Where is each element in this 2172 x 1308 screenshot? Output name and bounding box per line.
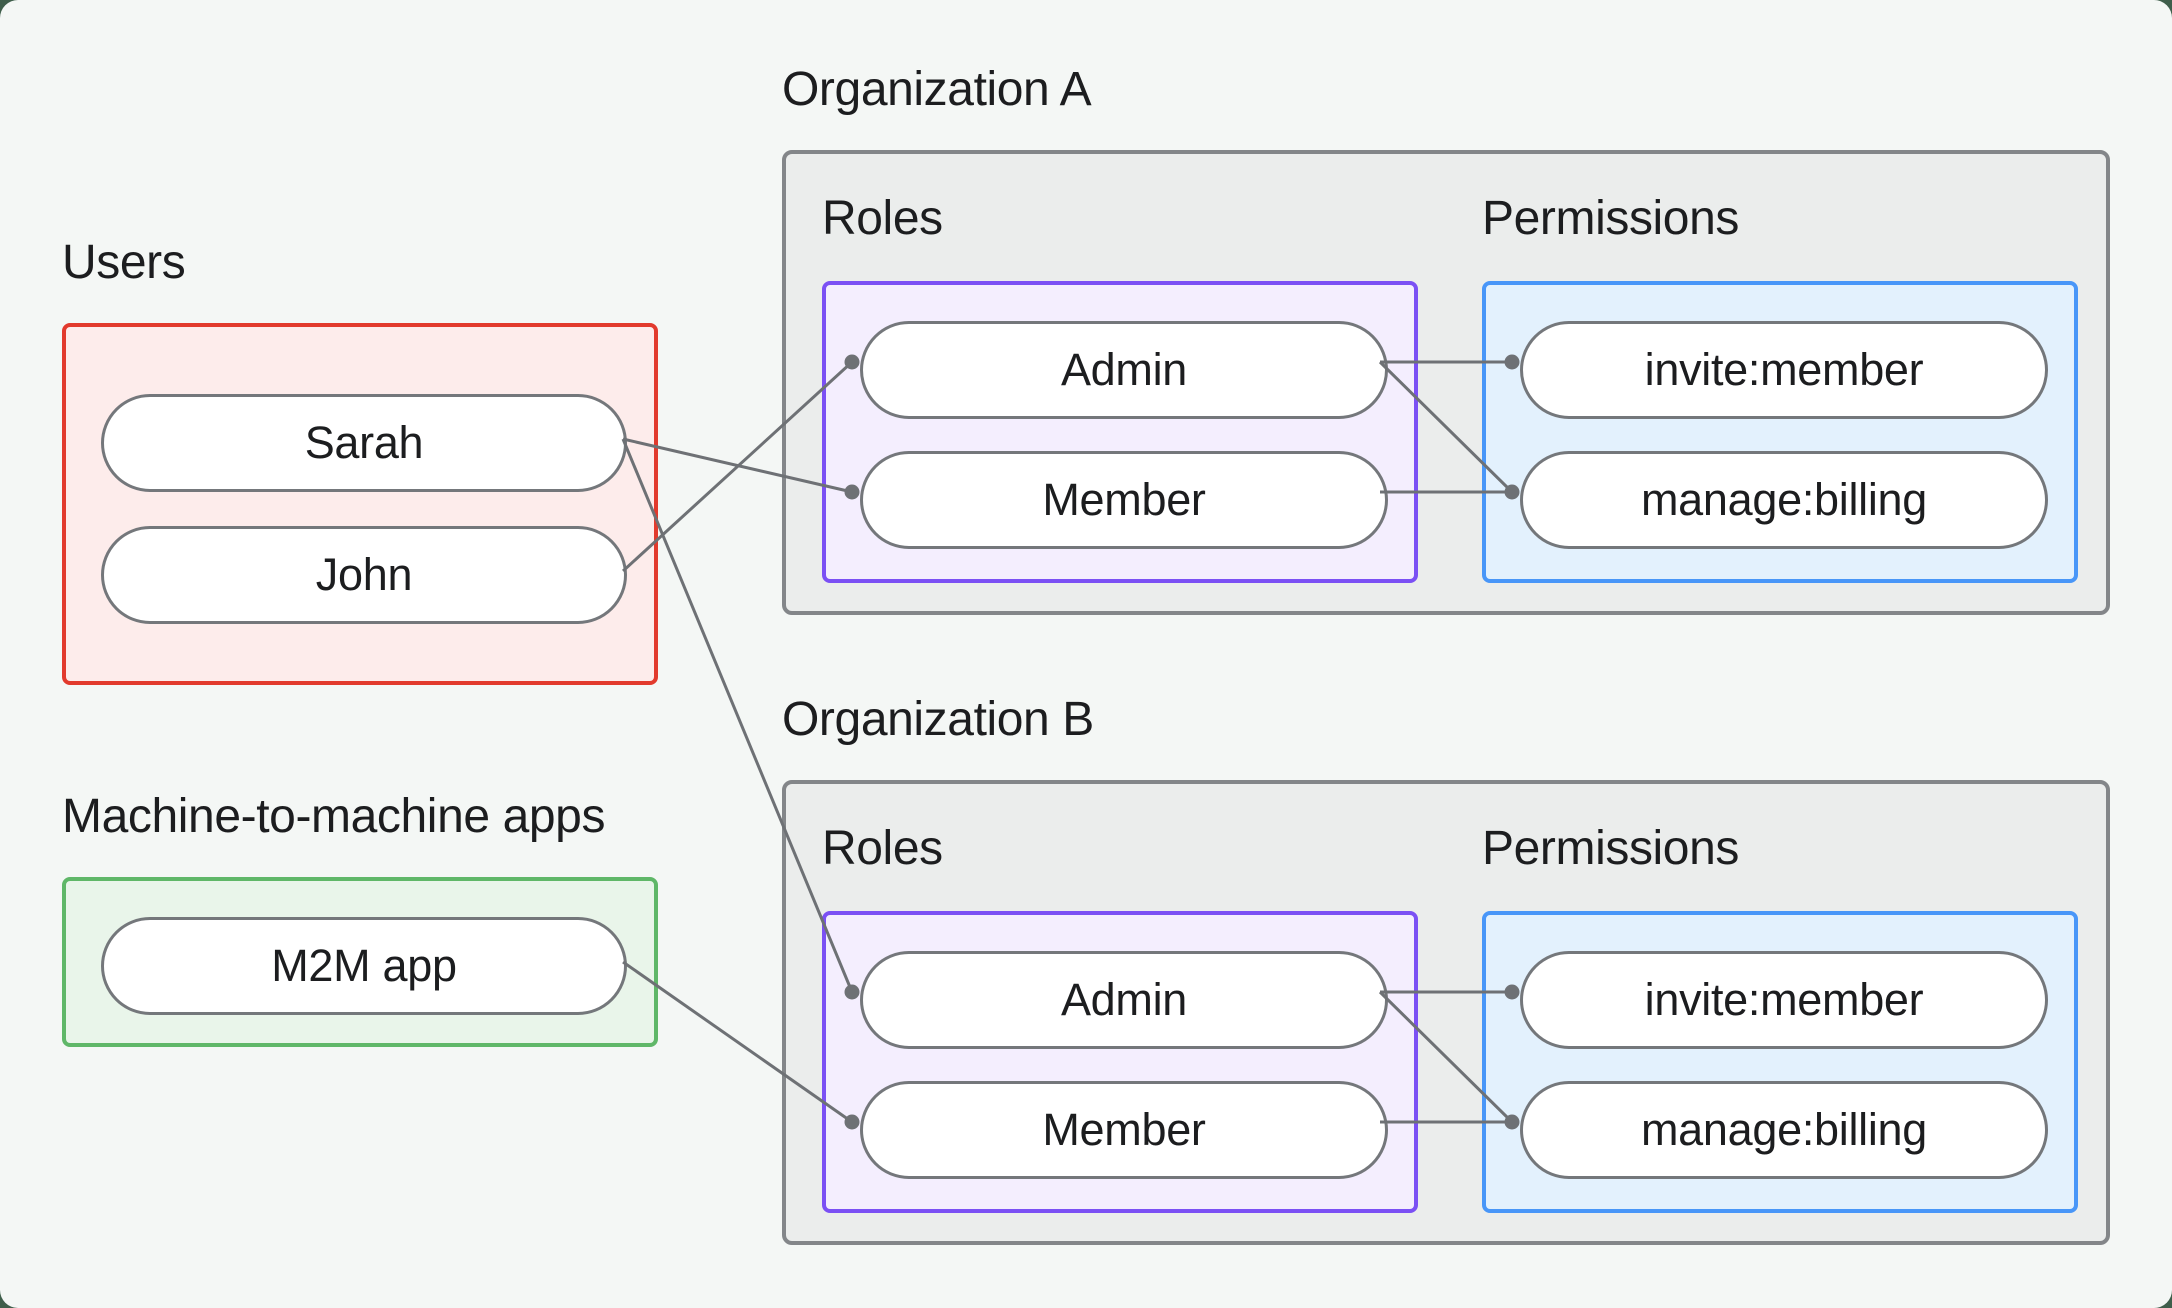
orgA-role-member: Member bbox=[860, 451, 1388, 549]
organization-a-box: Roles Permissions Admin Member invite:me… bbox=[782, 150, 2110, 615]
orgA-role-member-label: Member bbox=[1042, 474, 1206, 525]
organization-b-label: Organization B bbox=[782, 693, 1094, 746]
orgB-role-admin: Admin bbox=[860, 951, 1388, 1049]
m2m-app-node: M2M app bbox=[101, 917, 627, 1015]
orgB-permission-manage-billing: manage:billing bbox=[1520, 1081, 2048, 1179]
orgA-permission-invite-member-label: invite:member bbox=[1644, 344, 1924, 395]
organization-b-roles-label: Roles bbox=[822, 822, 943, 875]
orgA-permission-invite-member: invite:member bbox=[1520, 321, 2048, 419]
organization-a-roles-label: Roles bbox=[822, 192, 943, 245]
m2m-box: M2M app bbox=[62, 877, 658, 1047]
user-node-sarah-label: Sarah bbox=[304, 417, 424, 468]
m2m-group-label: Machine-to-machine apps bbox=[62, 790, 606, 843]
user-node-john: John bbox=[101, 526, 627, 624]
orgA-permission-manage-billing-label: manage:billing bbox=[1641, 474, 1927, 525]
orgB-role-member: Member bbox=[860, 1081, 1388, 1179]
organization-a-label: Organization A bbox=[782, 63, 1092, 116]
orgB-role-member-label: Member bbox=[1042, 1104, 1206, 1155]
orgB-permission-invite-member: invite:member bbox=[1520, 951, 2048, 1049]
orgB-permission-invite-member-label: invite:member bbox=[1644, 974, 1924, 1025]
organization-b-permissions-box: invite:member manage:billing bbox=[1482, 911, 2078, 1213]
user-node-sarah: Sarah bbox=[101, 394, 627, 492]
organization-b-permissions-label: Permissions bbox=[1482, 822, 1739, 875]
organization-b-roles-box: Admin Member bbox=[822, 911, 1418, 1213]
organization-b-box: Roles Permissions Admin Member invite:me… bbox=[782, 780, 2110, 1245]
organization-a-permissions-box: invite:member manage:billing bbox=[1482, 281, 2078, 583]
m2m-app-node-label: M2M app bbox=[271, 940, 457, 991]
users-box: Sarah John bbox=[62, 323, 658, 685]
orgA-permission-manage-billing: manage:billing bbox=[1520, 451, 2048, 549]
orgB-permission-manage-billing-label: manage:billing bbox=[1641, 1104, 1927, 1155]
orgA-role-admin: Admin bbox=[860, 321, 1388, 419]
orgA-role-admin-label: Admin bbox=[1060, 344, 1188, 395]
users-group-label: Users bbox=[62, 236, 186, 289]
user-node-john-label: John bbox=[315, 549, 413, 600]
orgB-role-admin-label: Admin bbox=[1060, 974, 1188, 1025]
organization-a-roles-box: Admin Member bbox=[822, 281, 1418, 583]
organization-a-permissions-label: Permissions bbox=[1482, 192, 1739, 245]
